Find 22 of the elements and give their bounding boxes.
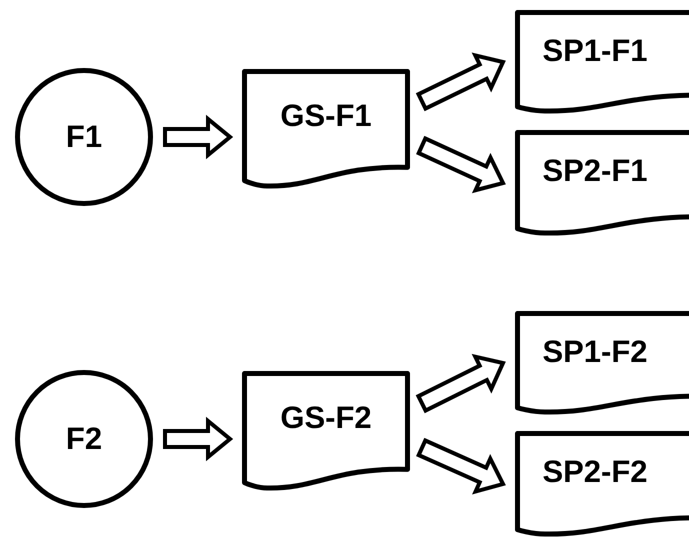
node-label: F2	[66, 421, 102, 457]
node-label: SP1-F2	[542, 334, 648, 370]
node-label: GS-F2	[280, 400, 372, 436]
node-label: F1	[66, 119, 102, 155]
block-arrow	[416, 438, 506, 495]
node-label: GS-F1	[280, 98, 372, 134]
node-label: SP2-F2	[542, 454, 648, 490]
circle-node	[15, 68, 153, 206]
block-arrow	[416, 354, 506, 414]
document-shape	[242, 69, 410, 189]
circle-node	[15, 370, 153, 508]
block-arrow	[163, 114, 234, 160]
node-label: SP2-F1	[542, 153, 648, 190]
block-arrow	[416, 136, 506, 194]
node-label: SP1-F1	[542, 32, 648, 69]
block-arrow	[416, 52, 506, 112]
document-shape	[242, 371, 410, 491]
document-shape	[515, 311, 689, 415]
document-shape	[515, 130, 689, 236]
block-arrow	[163, 416, 234, 462]
document-shape	[515, 10, 689, 114]
document-shape	[515, 431, 689, 537]
